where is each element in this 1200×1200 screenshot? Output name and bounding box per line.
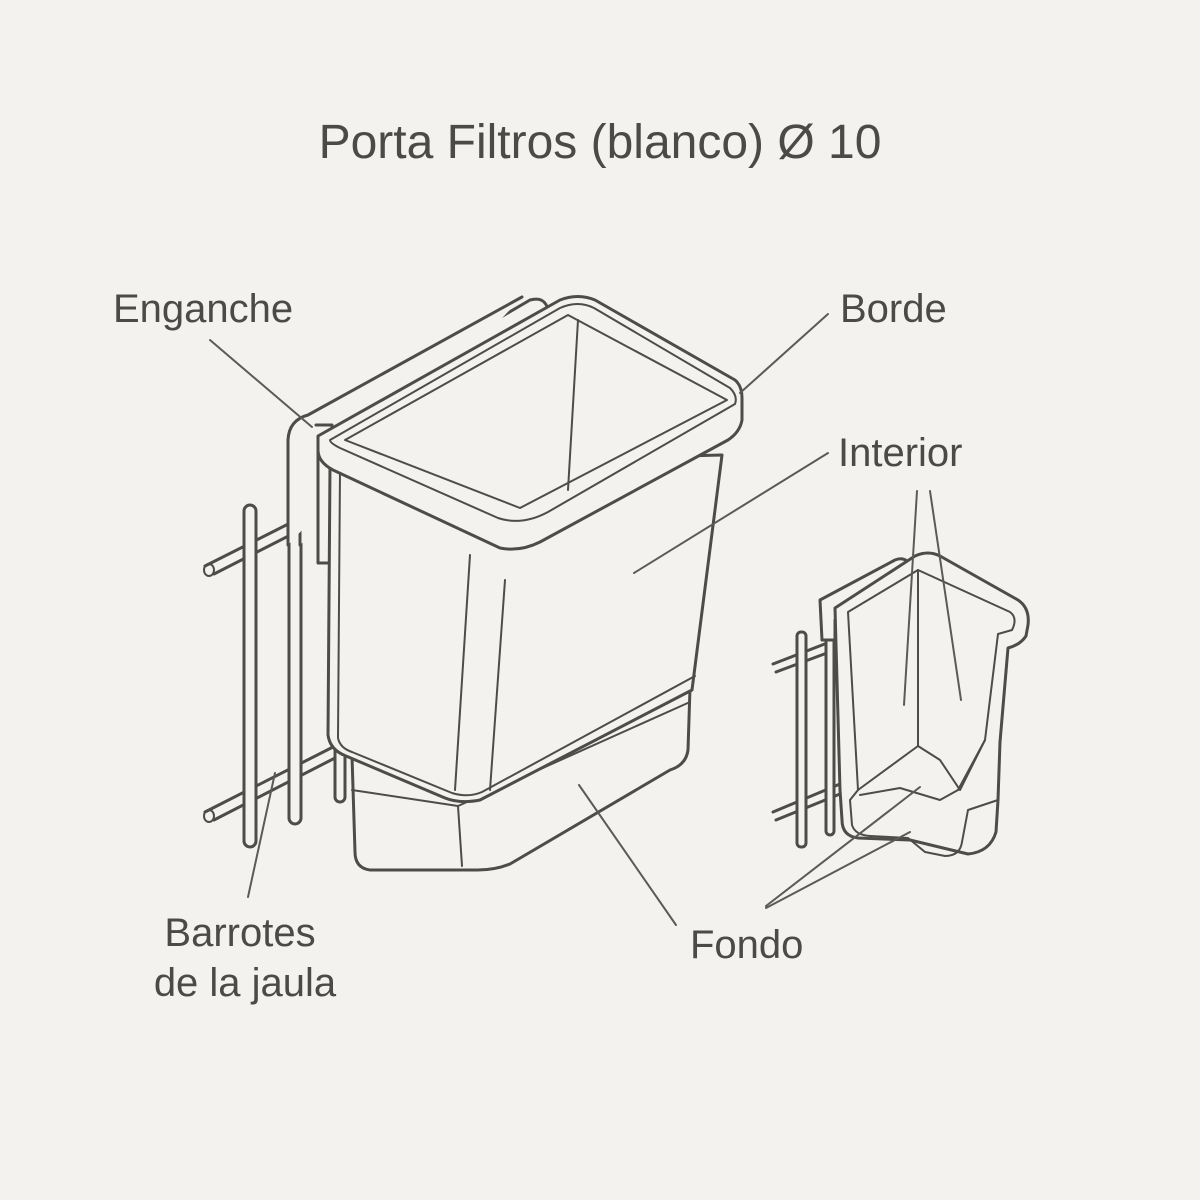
shell-small xyxy=(833,551,1030,856)
cage-bars-small xyxy=(771,618,842,849)
label-barrotes-line1: Barrotes xyxy=(164,911,315,955)
label-barrotes-line2: de la jaula xyxy=(154,961,337,1005)
label-interior: Interior xyxy=(838,431,963,475)
leader-fondo-large xyxy=(578,784,677,926)
leader-fondo-small-1 xyxy=(765,786,921,907)
leader-interior-small-2 xyxy=(929,490,962,701)
leader-barrotes xyxy=(247,772,276,898)
leader-borde xyxy=(739,313,829,394)
leader-enganche xyxy=(209,339,313,428)
large-filter-holder xyxy=(203,295,744,872)
small-filter-holder-cutaway xyxy=(771,551,1030,857)
leader-fondo-small-2 xyxy=(765,831,911,909)
label-fondo: Fondo xyxy=(690,923,803,967)
leader-interior-small-1 xyxy=(903,490,918,706)
label-borde: Borde xyxy=(840,287,947,331)
diagram-title: Porta Filtros (blanco) Ø 10 xyxy=(319,116,882,169)
leader-interior-large xyxy=(633,452,829,574)
label-enganche: Enganche xyxy=(113,287,293,331)
